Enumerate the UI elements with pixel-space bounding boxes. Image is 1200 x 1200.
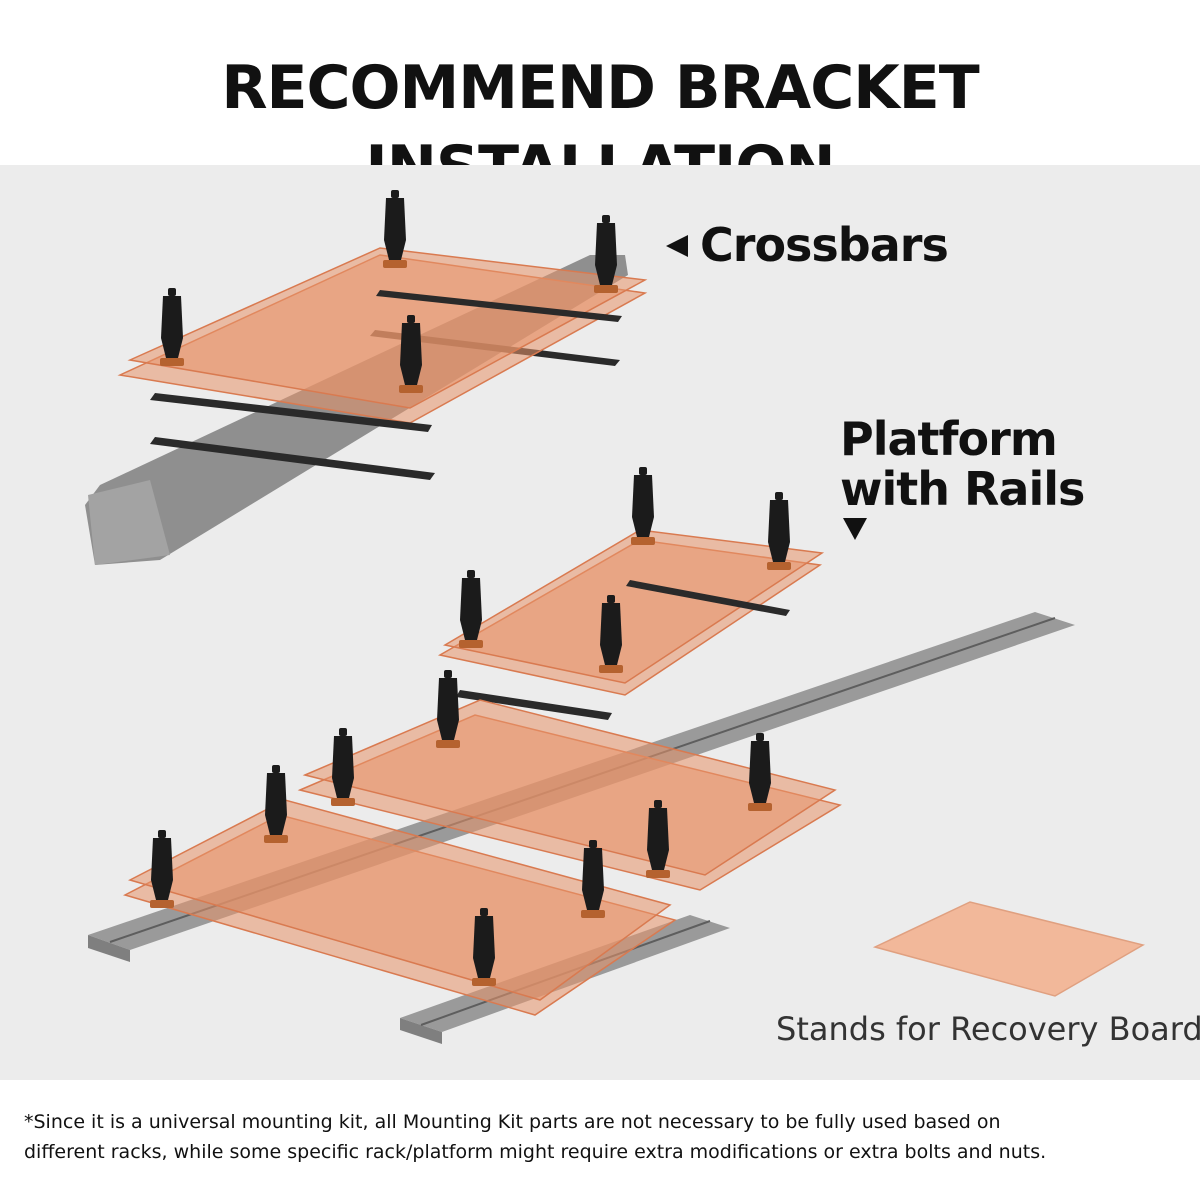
bracket-bar xyxy=(376,290,622,322)
left-arrow-icon xyxy=(666,235,688,257)
mounting-slat xyxy=(456,690,612,720)
platform-label-line1: Platform xyxy=(840,412,1058,466)
mounting-slat xyxy=(626,580,790,616)
recovery-board xyxy=(127,799,672,1001)
platform-label-line2: with Rails xyxy=(840,462,1085,516)
platform-rail-boards xyxy=(122,670,842,1016)
crossbars-assembly xyxy=(85,190,648,565)
platform-top-board xyxy=(437,467,825,720)
footnote: *Since it is a universal mounting kit, a… xyxy=(24,1107,1184,1167)
crossbars-label: Crossbars xyxy=(700,218,949,272)
bracket-bar xyxy=(150,393,432,432)
stands-label: Stands for Recovery Board xyxy=(776,1010,1200,1048)
recovery-board xyxy=(442,529,825,684)
recovery-board xyxy=(127,247,648,409)
down-arrow-icon xyxy=(843,518,867,540)
footer xyxy=(0,1080,1200,1200)
footnote-line1: *Since it is a universal mounting kit, a… xyxy=(24,1111,1001,1133)
footnote-line2: different racks, while some specific rac… xyxy=(24,1141,1047,1163)
header xyxy=(0,0,1200,165)
crossbar-end-cap xyxy=(88,480,170,565)
recovery-board-swatch xyxy=(872,901,1145,997)
mounting-slat xyxy=(150,437,435,480)
rail-end xyxy=(400,1018,442,1044)
rail-end xyxy=(88,935,130,962)
platform-label: Platform with Rails xyxy=(840,412,1085,516)
